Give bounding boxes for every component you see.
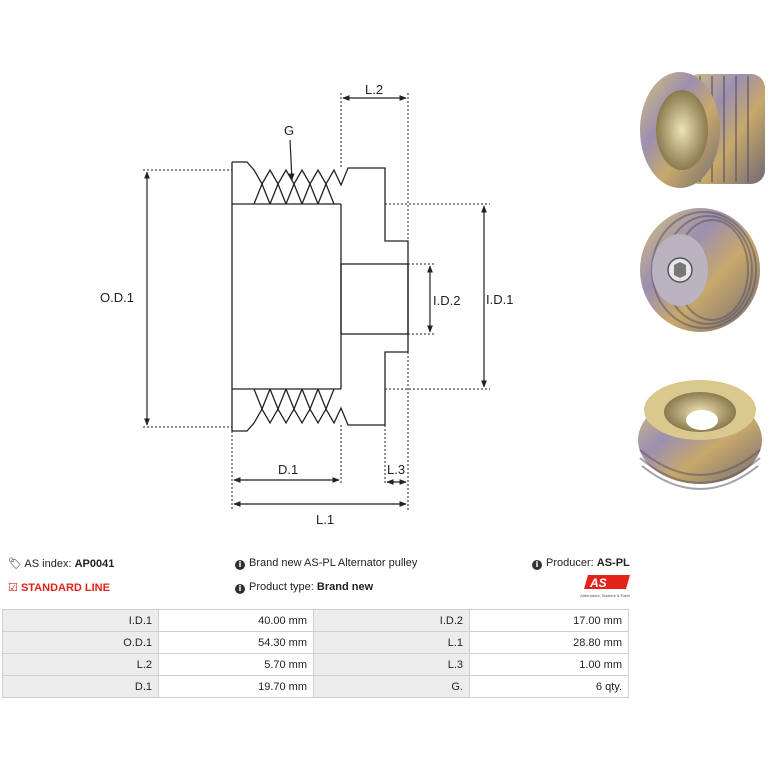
info-icon: i [235, 584, 245, 594]
label-l3: L.3 [387, 462, 405, 477]
label-od1: O.D.1 [100, 290, 134, 305]
specs-table: I.D.1 40.00 mm I.D.2 17.00 mm O.D.1 54.3… [2, 609, 629, 698]
producer: i Producer: AS-PL [532, 557, 630, 570]
label-g: G [284, 123, 294, 138]
pulley-photo-side [640, 208, 760, 332]
spec-value: 54.30 mm [158, 631, 314, 654]
spec-label: I.D.2 [313, 609, 470, 632]
as-index-value: AP0041 [74, 558, 115, 570]
pulley-photo-rear [638, 380, 762, 490]
svg-text:AS: AS [589, 576, 607, 590]
spec-value: 5.70 mm [158, 653, 314, 676]
spec-label: L.2 [2, 653, 159, 676]
spec-label: G. [313, 675, 470, 698]
producer-value: AS-PL [596, 557, 630, 569]
product-type-label: Product type: [249, 581, 314, 593]
spec-value: 17.00 mm [469, 609, 629, 632]
producer-label: Producer: [546, 557, 594, 569]
spec-label: D.1 [2, 675, 159, 698]
spec-value: 1.00 mm [469, 653, 629, 676]
spec-value: 6 qty. [469, 675, 629, 698]
pulley-photo-front [640, 72, 765, 188]
label-id1: I.D.1 [486, 292, 513, 307]
dimension-arrows [144, 95, 487, 507]
table-row: D.1 19.70 mm G. 6 qty. [2, 675, 629, 698]
spec-label: L.3 [313, 653, 470, 676]
product-description: i Brand new AS-PL Alternator pulley [235, 557, 417, 570]
spec-value: 19.70 mm [158, 675, 314, 698]
as-index-label: AS index: [24, 558, 72, 570]
as-pl-logo: AS Alternators, Starters & Parts [580, 575, 630, 598]
tag-icon: 🏷︎ [8, 557, 22, 570]
extension-lines [143, 93, 490, 510]
spec-label: O.D.1 [2, 631, 159, 654]
product-line-text: STANDARD LINE [20, 582, 110, 594]
product-type: i Product type: Brand new [235, 581, 373, 594]
pulley-outline [231, 161, 409, 432]
as-index: 🏷︎ AS index: AP0041 [8, 557, 114, 570]
product-line: ☑ STANDARD LINE [8, 581, 110, 594]
product-type-value: Brand new [316, 581, 374, 593]
table-row: I.D.1 40.00 mm I.D.2 17.00 mm [2, 609, 629, 632]
spec-value: 40.00 mm [158, 609, 314, 632]
spec-label: I.D.1 [2, 609, 159, 632]
label-l2: L.2 [365, 82, 383, 97]
svg-text:Alternators, Starters & Parts: Alternators, Starters & Parts [580, 593, 630, 598]
label-id2: I.D.2 [433, 293, 460, 308]
checkbox-icon: ☑ [8, 581, 18, 594]
label-l1: L.1 [316, 512, 334, 527]
table-row: O.D.1 54.30 mm L.1 28.80 mm [2, 631, 629, 654]
spec-label: L.1 [313, 631, 470, 654]
description-text: Brand new AS-PL Alternator pulley [249, 557, 418, 569]
table-row: L.2 5.70 mm L.3 1.00 mm [2, 653, 629, 676]
spec-value: 28.80 mm [469, 631, 629, 654]
label-d1: D.1 [278, 462, 298, 477]
info-icon: i [532, 560, 542, 570]
pulley-technical-drawing: O.D.1 I.D.1 I.D.2 L.2 D.1 L.3 L.1 G [100, 82, 513, 527]
product-photos [638, 72, 765, 490]
info-icon: i [235, 560, 245, 570]
